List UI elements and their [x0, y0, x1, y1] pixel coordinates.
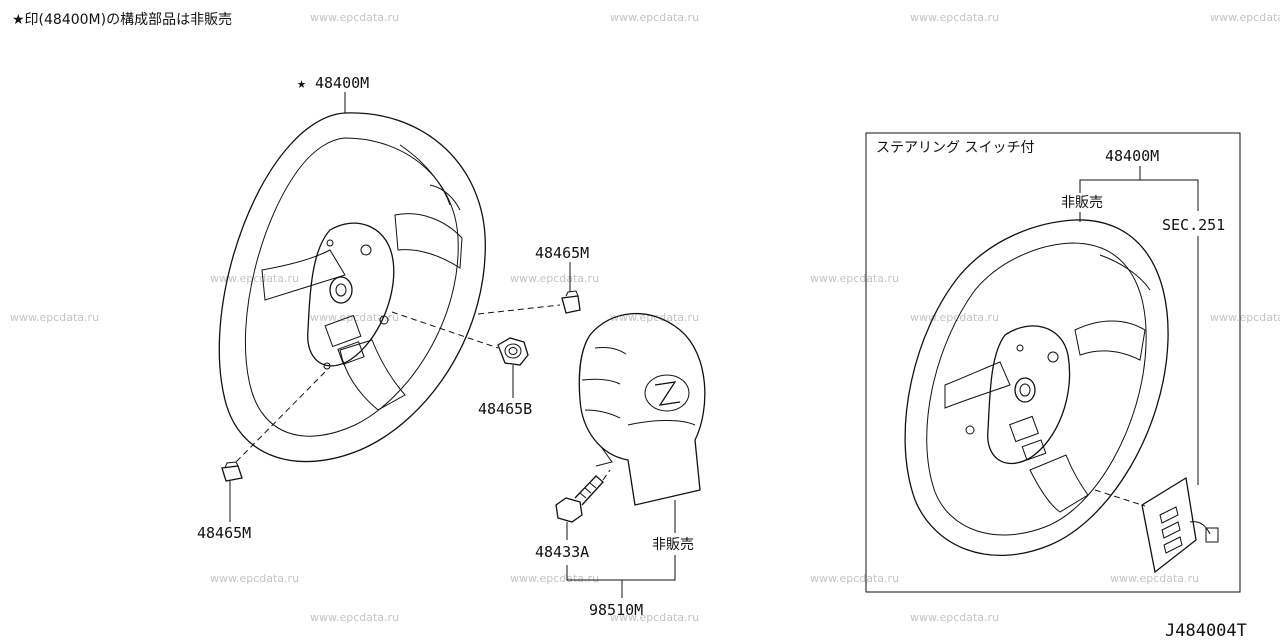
watermark: www.epcdata.ru: [610, 11, 699, 24]
clip-lower-drawing: [221, 461, 243, 482]
inset-part-label-48400M: 48400M: [1105, 147, 1159, 165]
inset-steering-wheel-drawing: [904, 219, 1169, 557]
watermark: www.epcdata.ru: [210, 572, 299, 585]
part-label-48465B: 48465B: [478, 400, 532, 418]
part-label-48433A: 48433A: [535, 543, 589, 561]
inset-not-sold: 非販売: [1061, 195, 1103, 211]
watermark: www.epcdata.ru: [910, 11, 999, 24]
dashed-clip-upper: [477, 304, 561, 315]
clip-upper-drawing: [561, 290, 581, 314]
bolt-drawing: [555, 475, 604, 523]
watermark: www.epcdata.ru: [1210, 311, 1280, 324]
watermark: www.epcdata.ru: [610, 611, 699, 624]
not-sold-label: 非販売: [652, 537, 694, 553]
inset-dashed-switch: [1094, 489, 1146, 507]
diagram-code: J484004T: [1165, 621, 1247, 640]
watermark: www.epcdata.ru: [510, 572, 599, 585]
watermark: www.epcdata.ru: [310, 611, 399, 624]
watermark: www.epcdata.ru: [210, 272, 299, 285]
part-label-48465M-lower: 48465M: [197, 524, 251, 542]
airbag-module-drawing: [578, 312, 706, 506]
watermark: www.epcdata.ru: [810, 272, 899, 285]
inset-bracket: [1079, 166, 1199, 211]
watermark: www.epcdata.ru: [510, 272, 599, 285]
star-mark: ★: [297, 74, 306, 92]
header-note: ★印(48400M)の構成部品は非販売: [12, 12, 232, 28]
nut-drawing: [497, 337, 529, 366]
watermark: www.epcdata.ru: [310, 11, 399, 24]
part-label-48400M: 48400M: [315, 74, 369, 92]
inset-box: [865, 132, 1241, 593]
dashed-clip-lower: [235, 371, 326, 463]
inset-section-ref: SEC.251: [1162, 216, 1225, 234]
watermark: www.epcdata.ru: [810, 572, 899, 585]
bracket-98510M: [566, 555, 676, 598]
inset-title: ステアリング スイッチ付: [876, 140, 1034, 156]
part-label-98510M: 98510M: [589, 601, 643, 619]
watermark: www.epcdata.ru: [610, 311, 699, 324]
dashed-bolt: [602, 469, 611, 481]
watermark: www.epcdata.ru: [1210, 11, 1280, 24]
part-label-48465M-upper: 48465M: [535, 244, 589, 262]
watermark: www.epcdata.ru: [910, 311, 999, 324]
dashed-nut: [391, 311, 499, 349]
steering-switch-drawing: [1141, 476, 1219, 574]
watermark: www.epcdata.ru: [10, 311, 99, 324]
watermark: www.epcdata.ru: [910, 611, 999, 624]
watermark: www.epcdata.ru: [1110, 572, 1199, 585]
steering-wheel-drawing: [218, 112, 486, 463]
